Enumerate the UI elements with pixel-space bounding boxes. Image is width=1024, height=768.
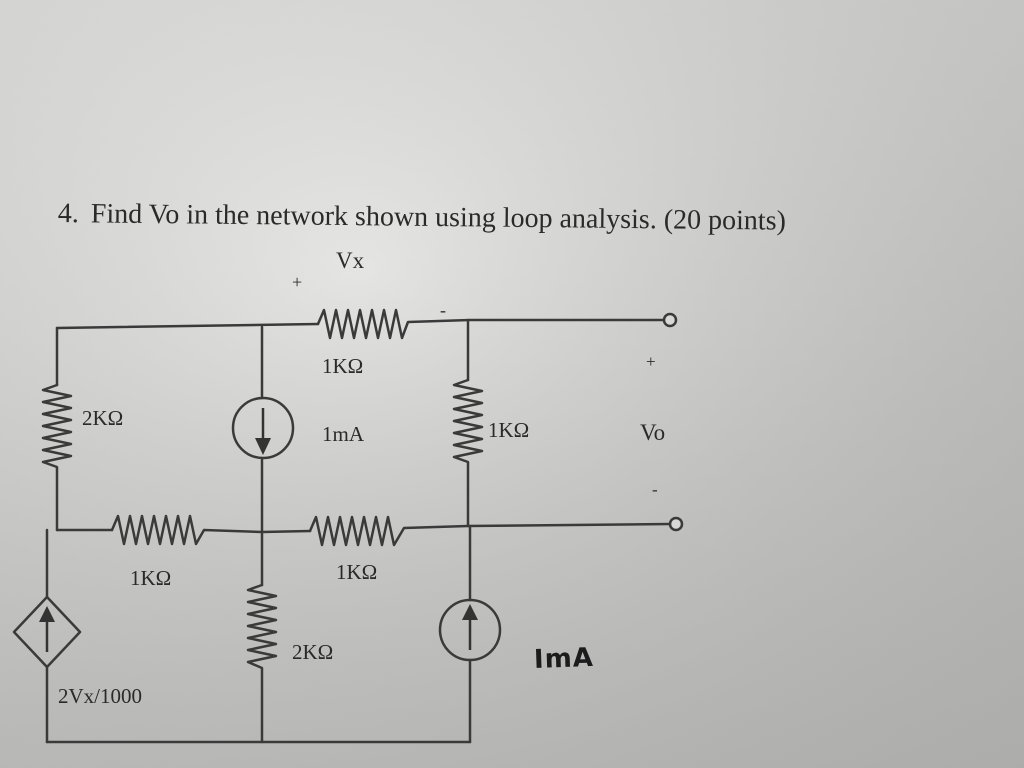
vo-top-terminal [662,312,678,328]
top-wire [55,322,320,330]
vo-label: Vo [640,420,666,445]
resistor-mid-right [308,515,672,547]
question-prompt: Find Vo in the network shown using loop … [90,198,787,237]
resistor-top [316,308,666,340]
vo-minus: - [652,480,658,499]
label-r-top: 1KΩ [322,354,364,378]
vo-bottom-terminal [668,516,684,532]
label-dependent-source: 2Vx/1000 [58,684,142,708]
handwritten-current-label: ImA [533,642,595,676]
resistor-bottom [246,583,278,744]
label-r-right: 1KΩ [488,418,530,442]
resistor-left [41,383,73,532]
resistor-mid-left [110,514,264,546]
vx-plus: + [292,272,303,292]
label-current-top: 1mA [322,422,364,446]
vx-minus: - [440,300,446,320]
label-r-mid-right: 1KΩ [336,560,378,584]
vo-plus: + [646,352,656,371]
question-number: 4. [57,198,79,230]
label-r-bottom: 2KΩ [292,640,334,664]
label-r-mid-left: 1KΩ [130,566,172,590]
vx-label: Vx [336,248,365,273]
label-r-left: 2KΩ [82,406,124,430]
resistor-right [452,378,484,528]
